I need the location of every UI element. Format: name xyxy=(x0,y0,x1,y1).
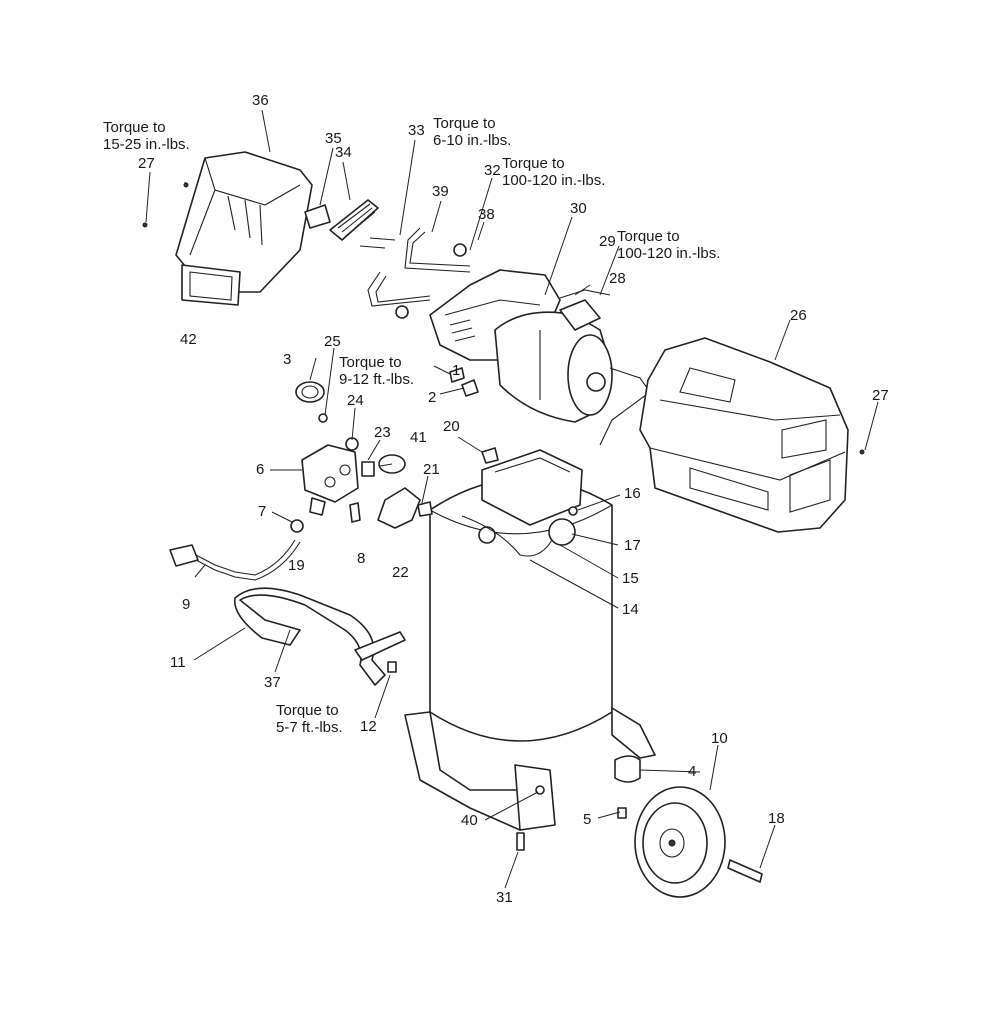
part-label-25: 25 xyxy=(324,333,341,350)
part-label-15: 15 xyxy=(622,570,639,587)
part-label-42: 42 xyxy=(180,331,197,348)
part-label-3: 3 xyxy=(283,351,292,368)
part-label-26: 26 xyxy=(790,307,807,324)
part-label-27-right: 27 xyxy=(872,387,889,404)
part-label-5: 5 xyxy=(583,811,592,828)
part-label-4: 4 xyxy=(688,763,697,780)
torque-note-handle: Torque to 5-7 ft.-lbs. xyxy=(276,702,343,736)
part-label-2: 2 xyxy=(428,389,437,406)
torque-note-outlet-tube: Torque to 100-120 in.-lbs. xyxy=(502,155,606,189)
part-label-34: 34 xyxy=(335,144,352,161)
part-label-28: 28 xyxy=(609,270,626,287)
part-label-33: 33 xyxy=(408,122,425,139)
part-label-30: 30 xyxy=(570,200,587,217)
outlet-tube-part xyxy=(367,227,471,319)
tank-part xyxy=(429,449,613,742)
part-label-36: 36 xyxy=(252,92,269,109)
part-label-16: 16 xyxy=(624,485,641,502)
legs-part xyxy=(404,707,656,831)
part-label-19: 19 xyxy=(288,557,305,574)
cover-part xyxy=(639,337,849,533)
pump-motor-part xyxy=(429,269,613,423)
part-label-1: 1 xyxy=(452,362,461,379)
part-label-31: 31 xyxy=(496,889,513,906)
reed-plate-part xyxy=(329,199,379,241)
part-label-40: 40 xyxy=(461,812,478,829)
part-label-35: 35 xyxy=(325,130,342,147)
leader-lines xyxy=(145,109,879,889)
part-label-9: 9 xyxy=(182,596,191,613)
part-label-21: 21 xyxy=(423,461,440,478)
part-label-10: 10 xyxy=(711,730,728,747)
pressure-switch-part xyxy=(301,444,359,516)
torque-note-pump-mount: Torque to 9-12 ft.-lbs. xyxy=(339,354,415,388)
part-label-38: 38 xyxy=(478,206,495,223)
part-label-8: 8 xyxy=(357,550,366,567)
part-label-32: 32 xyxy=(484,162,501,179)
part-label-37: 37 xyxy=(264,674,281,691)
part-label-23: 23 xyxy=(374,424,391,441)
part-label-24: 24 xyxy=(347,392,364,409)
part-label-7: 7 xyxy=(258,503,267,520)
part-label-41: 41 xyxy=(410,429,427,446)
part-label-12: 12 xyxy=(360,718,377,735)
part-label-6: 6 xyxy=(256,461,265,478)
bolts-part xyxy=(142,182,865,455)
handle-part xyxy=(233,587,406,686)
filter-part xyxy=(181,264,241,306)
part-label-18: 18 xyxy=(768,810,785,827)
part-label-17: 17 xyxy=(624,537,641,554)
part-label-39: 39 xyxy=(432,183,449,200)
axle-bolt-part xyxy=(727,859,763,883)
wheel-part xyxy=(634,786,726,898)
part-label-22: 22 xyxy=(392,564,409,581)
part-label-29: 29 xyxy=(599,233,616,250)
gasket-part xyxy=(304,204,331,229)
part-label-20: 20 xyxy=(443,418,460,435)
power-cord-part xyxy=(169,539,301,581)
torque-note-reed-plate: Torque to 6-10 in.-lbs. xyxy=(433,115,512,149)
torque-note-shroud: Torque to 15-25 in.-lbs. xyxy=(103,119,190,153)
torque-note-transfer-tube: Torque to 100-120 in.-lbs. xyxy=(617,228,721,262)
part-label-14: 14 xyxy=(622,601,639,618)
part-label-27-left: 27 xyxy=(138,155,155,172)
part-label-11: 11 xyxy=(170,654,186,671)
